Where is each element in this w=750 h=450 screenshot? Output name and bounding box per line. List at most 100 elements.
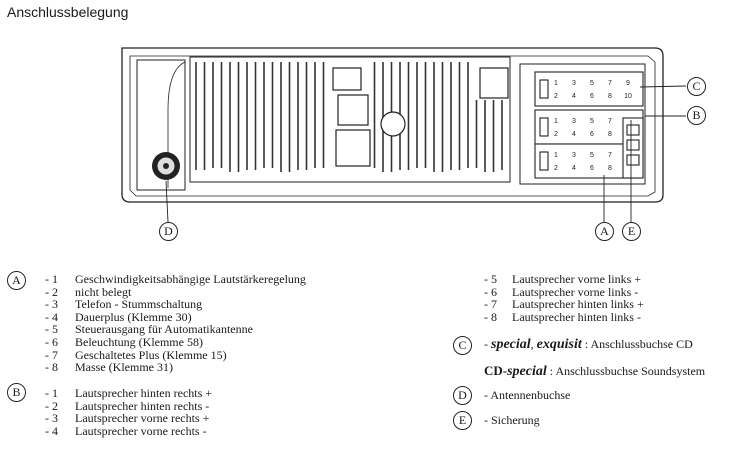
legend-item-number: - 4 bbox=[45, 309, 58, 324]
legend-item-number: - 8 bbox=[45, 360, 58, 375]
legend-item-text: Lautsprecher hinten links - bbox=[512, 309, 641, 324]
legend-c-special: special bbox=[491, 337, 531, 352]
connector-b-pin-label: 3 bbox=[572, 118, 576, 125]
legend-item-text: Telefon - Stummschaltung bbox=[75, 297, 203, 312]
connector-c-pin-label: 9 bbox=[626, 80, 630, 87]
antenna-socket bbox=[152, 152, 180, 180]
connector-b-pin-label: 4 bbox=[572, 131, 576, 138]
heatsink-block-low bbox=[335, 129, 371, 167]
legend-c2-text: CD-special : Anschlussbuchse Soundsystem bbox=[484, 363, 706, 379]
connector-c-pin-label: 1 bbox=[554, 80, 558, 87]
legend-d-text: - Antennenbuchse bbox=[484, 388, 571, 402]
heatsink-block-top bbox=[332, 67, 362, 91]
connector-a-pin-label: 1 bbox=[554, 152, 558, 159]
legend-c-sep: , bbox=[530, 337, 534, 351]
legend-c2-special: special bbox=[507, 364, 547, 379]
connector-c-pin-label: 6 bbox=[590, 93, 594, 100]
connector-c-pin-label: 4 bbox=[572, 93, 576, 100]
left-bracket bbox=[136, 59, 186, 191]
legend-item-number: - 8 bbox=[484, 309, 497, 324]
legend-marker-d: D bbox=[453, 386, 472, 405]
heatsink-block-mid bbox=[337, 94, 369, 126]
connector-c-pin-label: 3 bbox=[572, 80, 576, 87]
legend-item-number: - 4 bbox=[45, 423, 58, 438]
connector-a-pin-label: 3 bbox=[572, 152, 576, 159]
legend-item-number: - 3 bbox=[45, 297, 58, 312]
legend-item-number: - 3 bbox=[45, 411, 58, 426]
connector-b-pin-label: 6 bbox=[590, 131, 594, 138]
connector-a-pin-label: 2 bbox=[554, 165, 558, 172]
leader-C bbox=[639, 85, 687, 88]
legend-item-text: Dauerplus (Klemme 30) bbox=[75, 309, 192, 324]
legend-item-text: Lautsprecher vorne links + bbox=[512, 272, 642, 286]
heatsink-block-right bbox=[479, 67, 509, 99]
legend-e-text: - Sicherung bbox=[484, 413, 540, 427]
connector-a-pin-label: 5 bbox=[590, 152, 594, 159]
connector-c-pin-label: 8 bbox=[608, 93, 612, 100]
heatsink-screw bbox=[380, 111, 406, 137]
connector-b-pin-label: 5 bbox=[590, 118, 594, 125]
legend-item-number: - 2 bbox=[45, 284, 58, 299]
page-title: Anschlussbelegung bbox=[7, 4, 129, 20]
legend-item-number: - 7 bbox=[484, 297, 497, 312]
connector-a-pin-label: 4 bbox=[572, 165, 576, 172]
legend-item-number: - 6 bbox=[45, 335, 58, 349]
legend-c2-cd: CD- bbox=[484, 363, 508, 378]
leader-D bbox=[165, 180, 169, 223]
callout-d: D bbox=[159, 222, 178, 241]
connector-c-pin-label: 5 bbox=[590, 80, 594, 87]
legend-item-text: Lautsprecher vorne rechts - bbox=[75, 423, 207, 438]
connector-a-pin-label: 6 bbox=[590, 165, 594, 172]
legend-c-prefix: - bbox=[484, 337, 488, 351]
connector-block bbox=[519, 63, 646, 185]
heatsink bbox=[189, 56, 511, 183]
connector-b-notch bbox=[539, 117, 549, 137]
connector-b-pin-label: 7 bbox=[608, 118, 612, 125]
legend-marker-a: A bbox=[7, 271, 26, 290]
callout-a: A bbox=[595, 222, 614, 241]
legend-item-text: Lautsprecher hinten links + bbox=[512, 297, 644, 312]
legend-item-number: - 5 bbox=[484, 272, 497, 286]
legend-item-text: Geschaltetes Plus (Klemme 15) bbox=[75, 347, 227, 362]
housing-inner-outline bbox=[129, 55, 656, 197]
legend-item-text: Masse (Klemme 31) bbox=[75, 360, 173, 375]
legend-item-text: Lautsprecher hinten rechts + bbox=[75, 386, 213, 400]
callout-e: E bbox=[622, 222, 641, 241]
connector-c-pin-label: 2 bbox=[554, 93, 558, 100]
legend-item-text: Beleuchtung (Klemme 58) bbox=[75, 335, 203, 349]
fuse-holder bbox=[622, 117, 644, 179]
legend-item-text: nicht belegt bbox=[75, 284, 132, 299]
legend-item-text: Lautsprecher vorne rechts + bbox=[75, 411, 210, 426]
connector-c-notch bbox=[539, 79, 549, 99]
legend-c2-suffix: : Anschlussbuchse Soundsystem bbox=[549, 364, 706, 378]
legend-item-number: - 5 bbox=[45, 322, 58, 337]
legend-c-exquisit: exquisit bbox=[536, 337, 582, 352]
housing-outline bbox=[121, 47, 664, 203]
connector-c-pin-label: 10 bbox=[624, 93, 632, 100]
legend-item-text: Lautsprecher hinten rechts - bbox=[75, 398, 210, 413]
legend-marker-c: C bbox=[453, 336, 472, 355]
legend-item-number: - 2 bbox=[45, 398, 58, 413]
legend-c-suffix: : Anschlussbuchse CD bbox=[584, 337, 693, 351]
connector-c-pin-label: 7 bbox=[608, 80, 612, 87]
legend-item-number: - 1 bbox=[45, 272, 58, 286]
legend-item-number: - 6 bbox=[484, 284, 497, 299]
callout-b: B bbox=[687, 106, 706, 125]
legend-item-number: - 7 bbox=[45, 347, 58, 362]
legend-marker-b: B bbox=[7, 383, 26, 402]
connector-b-pin-label: 2 bbox=[554, 131, 558, 138]
legend-item-number: - 1 bbox=[45, 386, 58, 400]
connector-a-pin-label: 7 bbox=[608, 152, 612, 159]
connector-a-pin-label: 8 bbox=[608, 165, 612, 172]
connector-c bbox=[534, 71, 644, 107]
legend-item-text: Steuerausgang für Automatikantenne bbox=[75, 322, 253, 337]
legend-item-text: Geschwindigkeitsabhängige Lautstärkerege… bbox=[75, 272, 306, 286]
heatsink-fins bbox=[195, 62, 503, 172]
callout-c: C bbox=[687, 77, 706, 96]
legend-item-text: Lautsprecher vorne links - bbox=[512, 284, 639, 299]
legend-c-text: - special, exquisit : Anschlussbuchse CD bbox=[484, 337, 693, 352]
connector-b-pin-label: 1 bbox=[554, 118, 558, 125]
legend-marker-e: E bbox=[453, 411, 472, 430]
connector-a-notch bbox=[539, 151, 549, 171]
